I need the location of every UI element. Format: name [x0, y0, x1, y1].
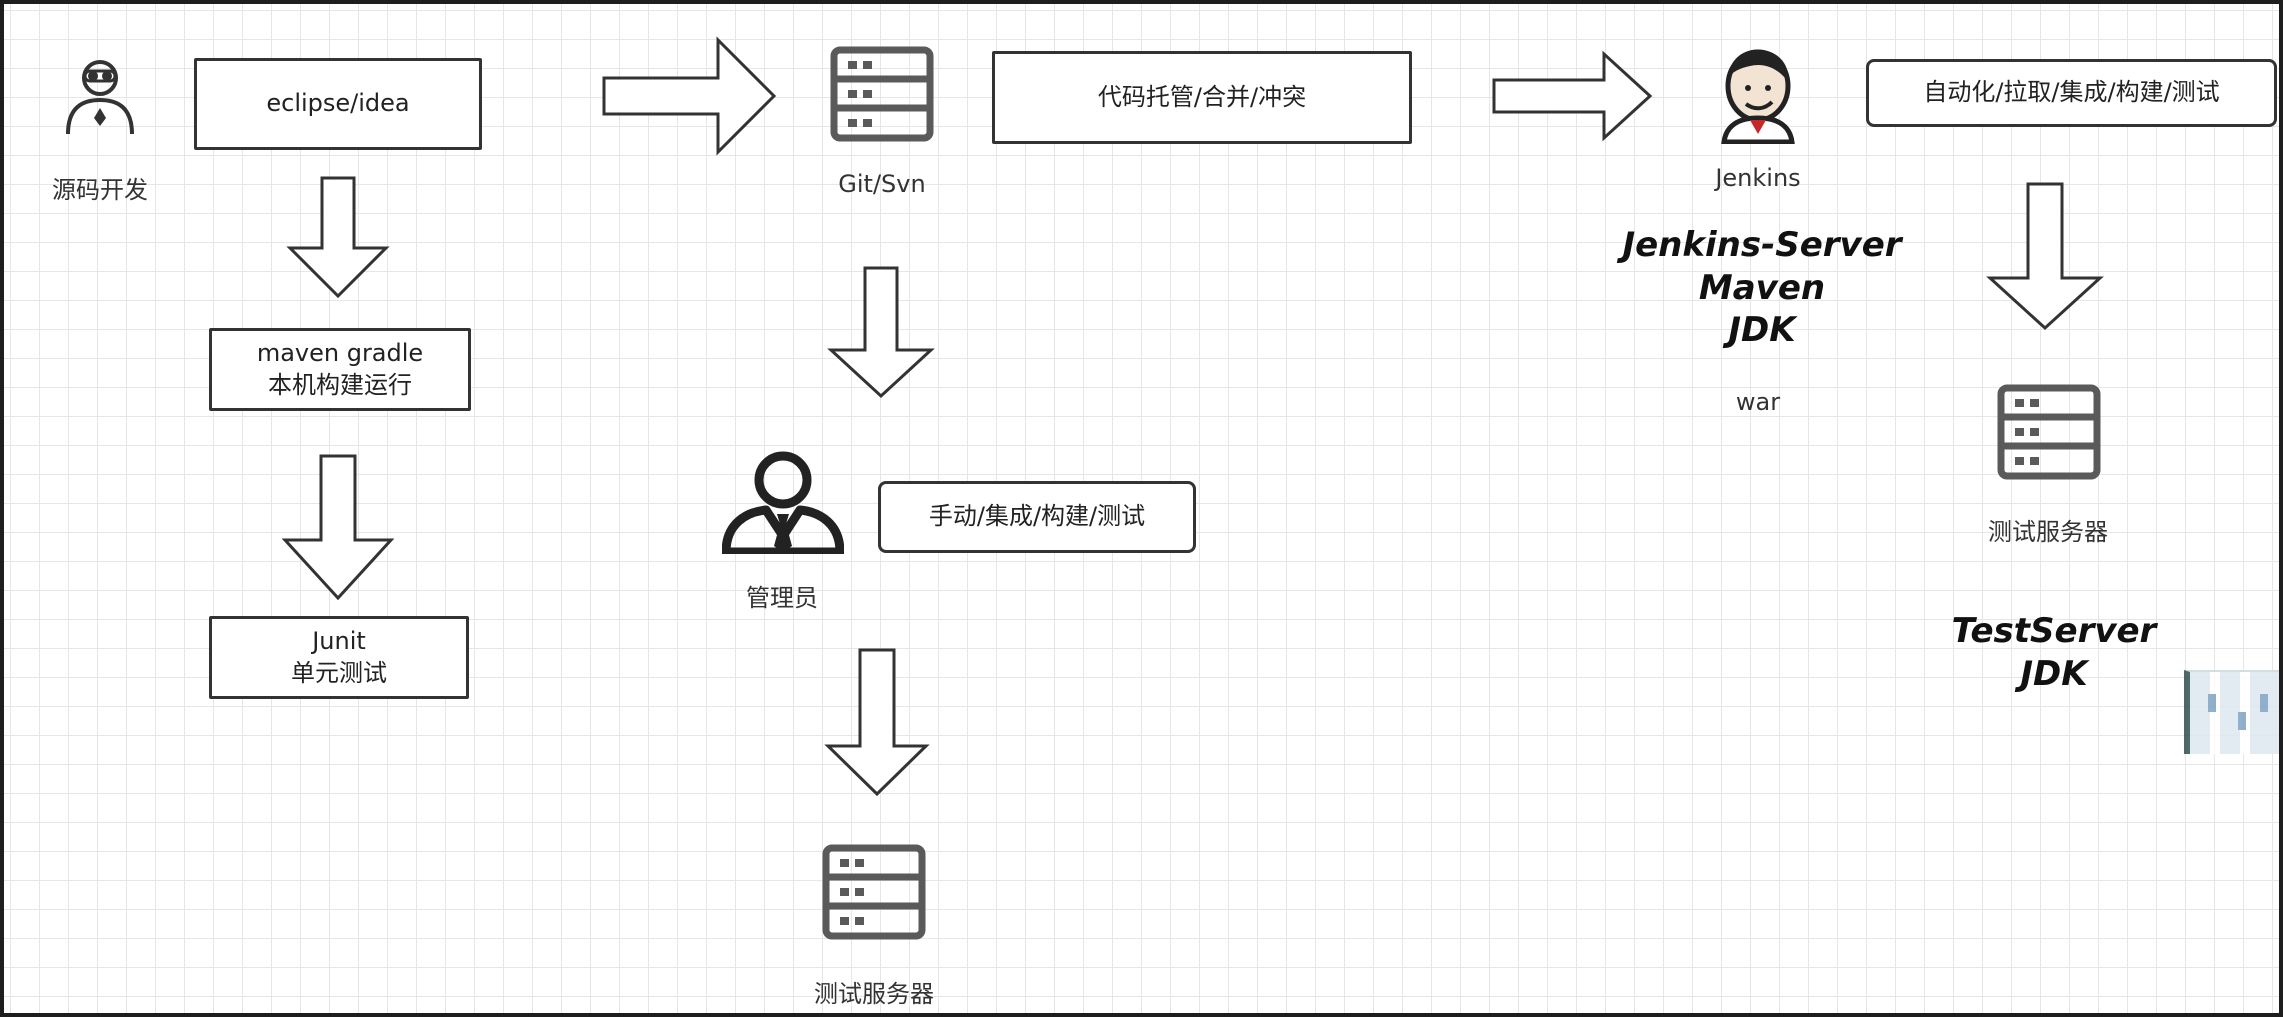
- build-line1: maven gradle: [256, 339, 424, 368]
- jenkins-butler-icon: [1721, 49, 1795, 144]
- arrow-git-to-jenkins: [1492, 50, 1653, 142]
- jenkins-stack-line3: JDK: [1728, 310, 1796, 350]
- junit-line2: 单元测试: [291, 658, 387, 687]
- git-server-icon: [830, 46, 934, 142]
- testserver-stack-text: TestServer JDK: [1952, 610, 2157, 695]
- pixelated-thumbnail: [2184, 670, 2279, 754]
- war-label: war: [1735, 388, 1781, 416]
- arrow-ide-to-build: [286, 176, 390, 299]
- ide-box: eclipse/idea: [194, 58, 482, 150]
- arrow-jenkins-to-testserver: [1986, 182, 2104, 331]
- ide-text: eclipse/idea: [266, 89, 410, 118]
- jenkins-desc-box: 自动化/拉取/集成/构建/测试: [1866, 59, 2277, 127]
- git-desc-box: 代码托管/合并/冲突: [992, 51, 1412, 144]
- junit-line1: Junit: [312, 627, 366, 656]
- junit-box: Junit 单元测试: [209, 616, 469, 699]
- server-icon: [822, 844, 926, 940]
- testserver-stack-line1: TestServer: [1951, 611, 2157, 651]
- server-icon: [1997, 384, 2101, 480]
- build-box: maven gradle 本机构建运行: [209, 328, 471, 411]
- build-line2: 本机构建运行: [268, 370, 412, 399]
- jenkins-label: Jenkins: [1715, 164, 1801, 192]
- git-desc-text: 代码托管/合并/冲突: [1097, 82, 1307, 111]
- jenkins-stack-text: Jenkins-Server Maven JDK: [1622, 224, 1901, 352]
- server-mid-label: 测试服务器: [814, 980, 934, 1008]
- developer-label: 源码开发: [52, 176, 148, 204]
- git-label: Git/Svn: [838, 170, 926, 198]
- jenkins-stack-line2: Maven: [1698, 267, 1826, 308]
- jenkins-desc-text: 自动化/拉取/集成/构建/测试: [1923, 78, 2220, 107]
- admin-desc-box: 手动/集成/构建/测试: [878, 481, 1196, 553]
- admin-desc-text: 手动/集成/构建/测试: [928, 502, 1146, 531]
- developer-icon: [66, 60, 134, 135]
- admin-person-icon: [722, 451, 844, 554]
- arrow-build-to-junit: [281, 454, 395, 601]
- arrow-git-to-admin: [827, 266, 935, 399]
- admin-label: 管理员: [746, 584, 818, 612]
- arrow-admin-to-server: [824, 648, 930, 797]
- server-right-label: 测试服务器: [1988, 518, 2108, 546]
- testserver-stack-line2: JDK: [2020, 653, 2088, 694]
- jenkins-stack-line1: Jenkins-Server: [1622, 225, 1902, 265]
- arrow-ide-to-git: [602, 36, 777, 156]
